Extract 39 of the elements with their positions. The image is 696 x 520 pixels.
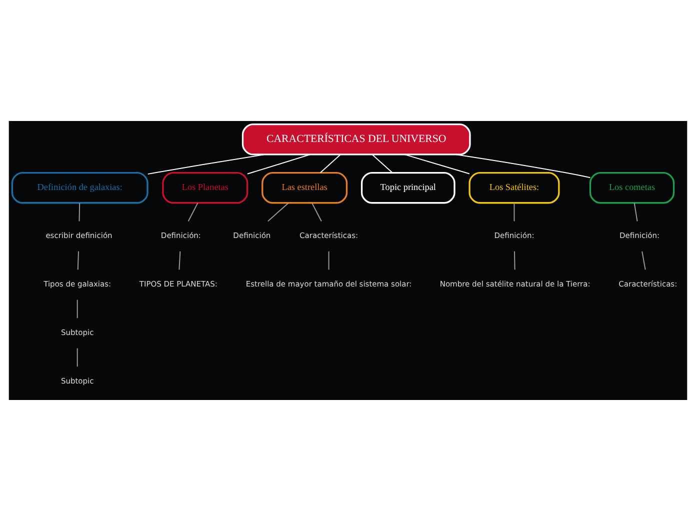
connector [455,153,591,178]
node-text: Definición: [620,230,660,240]
node-box: Topic principal [360,171,456,204]
connector [188,202,198,222]
node-text: Características: [618,279,678,288]
node-box: Los Satélites: [468,171,560,204]
connector [634,202,638,222]
node-text: Definición: [494,230,534,240]
connector [78,202,80,222]
node-box: Definición de galaxias: [11,171,148,204]
connector [311,202,322,222]
connector [514,250,516,270]
node-box: Los cometas [589,171,675,204]
connector [246,154,311,174]
connector [372,154,393,173]
connector [514,202,515,222]
node-box: Las estrellas [262,171,348,204]
connector [77,250,80,270]
node-text: escribir definición [46,230,112,240]
connector [328,250,330,270]
connector [76,347,78,367]
node-text: Subtopic [60,328,94,337]
connector [404,153,470,174]
node-text: Estrella de mayor tamaño del sistema solar: [246,279,412,288]
connector [320,154,342,173]
connector [76,298,78,318]
connector [178,250,181,270]
node-box: CARACTERÍSTICAS DEL UNIVERSO [242,123,471,155]
node-text: Nombre del satélite natural de la Tierra: [440,279,590,288]
node-text: Tipos de galaxias: [44,279,112,288]
node-text: TIPOS DE PLANETAS: [139,279,218,288]
node-text: Definición [233,230,271,240]
connector [642,250,646,270]
node-text: Definición: [160,230,201,240]
connector [147,153,266,174]
connector [267,202,289,222]
node-text: Subtopic [60,376,94,385]
node-text: Características: [300,230,358,240]
node-box: Los Planetas [162,171,248,204]
